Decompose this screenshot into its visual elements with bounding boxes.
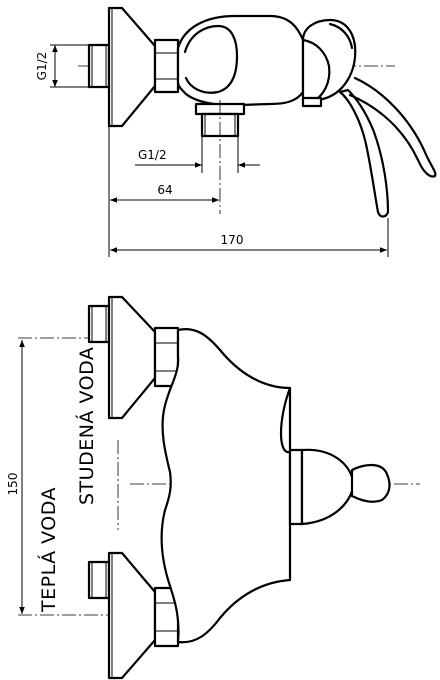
side-lever-housing	[301, 18, 357, 102]
front-bottom-wall-rosette	[107, 551, 157, 680]
front-lever-tip	[350, 463, 391, 503]
side-hex-nut	[153, 38, 180, 94]
thread-size-inlet-label: G1/2	[35, 52, 49, 81]
side-lever-swing-outline	[348, 76, 437, 178]
front-view: 150 STUDENÁ VODA TEPLÁ VODA	[6, 295, 420, 680]
dimension-170-label: 170	[221, 233, 244, 247]
front-mixer-body	[160, 328, 292, 644]
front-cartridge-cap	[300, 448, 356, 526]
thread-size-outlet-label: G1/2	[138, 148, 167, 162]
side-view: G1/2 G1/2 64 170	[35, 6, 437, 257]
front-top-wall-rosette	[107, 295, 157, 420]
side-mixer-body	[176, 14, 305, 107]
side-wall-rosette	[107, 6, 157, 128]
dimension-64-label: 64	[157, 183, 172, 197]
front-cartridge-ring	[288, 448, 304, 526]
dimension-150-label: 150	[6, 473, 20, 496]
side-lever-handle	[338, 88, 390, 218]
hot-water-label: TEPLÁ VODA	[37, 487, 60, 613]
cold-water-label: STUDENÁ VODA	[75, 347, 98, 505]
